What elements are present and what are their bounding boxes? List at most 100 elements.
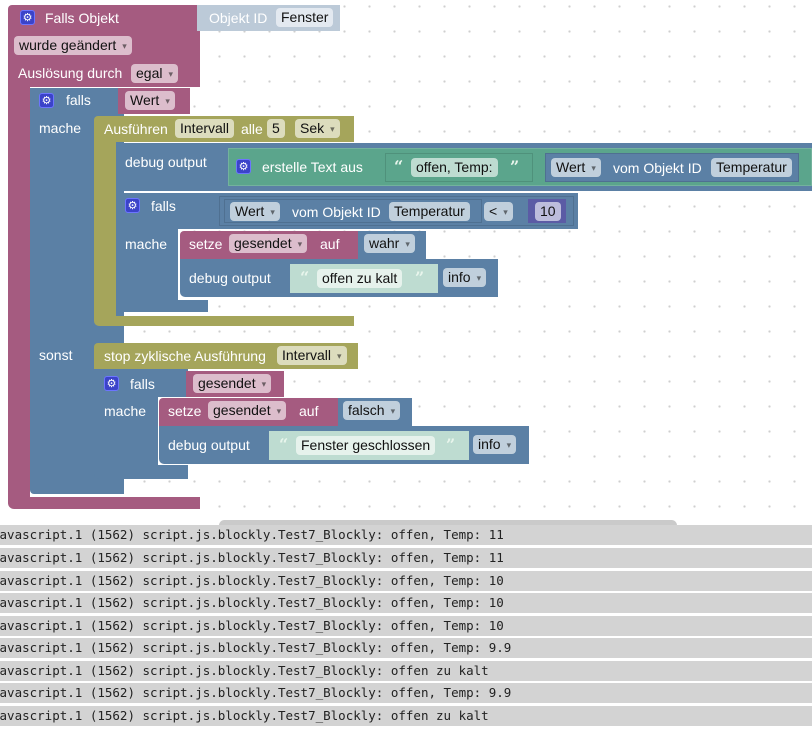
object-id-label: Objekt ID xyxy=(209,10,268,26)
interval-label: Ausführen xyxy=(104,121,168,137)
open-quote-icon: “ xyxy=(394,157,404,176)
chevron-down-icon: ▾ xyxy=(330,124,335,134)
close-quote-icon: ” xyxy=(446,435,456,454)
open-quote-icon: “ xyxy=(300,268,310,287)
variable-get-value: gesendet xyxy=(198,375,256,391)
debug-output-label: debug output xyxy=(168,437,250,453)
variable-get-dropdown[interactable]: gesendet ▾ xyxy=(193,374,272,393)
stop-interval-label: stop zyklische Ausführung xyxy=(104,348,266,364)
if-label: falls xyxy=(66,92,91,108)
triggered-by-dropdown[interactable]: egal ▾ xyxy=(131,64,178,83)
log-level-value: info xyxy=(478,436,501,452)
interval-block-footer xyxy=(94,316,354,326)
close-quote-icon: ” xyxy=(415,268,425,287)
inner-then-label: mache xyxy=(125,236,168,252)
close-quote-icon: ” xyxy=(510,157,520,176)
gear-icon[interactable]: ⚙ xyxy=(125,198,140,213)
chevron-down-icon: ▾ xyxy=(297,239,303,249)
variable-dropdown[interactable]: gesendet▾ xyxy=(208,401,287,420)
log-row: javascript.1 (1562) script.js.blockly.Te… xyxy=(0,706,812,726)
log-row: javascript.1 (1562) script.js.blockly.Te… xyxy=(0,593,812,613)
text-literal-field[interactable]: offen, Temp: xyxy=(411,158,498,177)
set-label: setze xyxy=(189,236,223,252)
chevron-down-icon: ▾ xyxy=(337,351,342,361)
object-field[interactable]: Temperatur xyxy=(711,158,792,177)
trigger-dropdown-value: wurde geändert xyxy=(19,37,117,53)
every-label: alle xyxy=(241,121,263,137)
log-row: javascript.1 (1562) script.js.blockly.Te… xyxy=(0,616,812,636)
log-level-value: info xyxy=(448,269,471,285)
triggered-by-label: Auslösung durch xyxy=(18,65,123,81)
operator-value: < xyxy=(489,203,498,219)
stop-interval-value: Intervall xyxy=(282,347,332,363)
value-dropdown[interactable]: Wert ▾ xyxy=(230,202,280,221)
then-label: mache xyxy=(39,120,82,136)
boolean-value: wahr xyxy=(369,235,400,251)
inner-if-spine xyxy=(116,229,178,311)
condition-value: Wert xyxy=(130,92,160,108)
chevron-down-icon: ▾ xyxy=(506,440,512,450)
log-row: javascript.1 (1562) script.js.blockly.Te… xyxy=(0,548,812,568)
gear-icon[interactable]: ⚙ xyxy=(39,93,54,108)
debug-output-label: debug output xyxy=(125,154,207,170)
chevron-down-icon: ▾ xyxy=(503,207,508,217)
boolean-dropdown[interactable]: falsch ▾ xyxy=(343,401,401,420)
inner-if-footer xyxy=(116,300,208,312)
inner-if-label: falls xyxy=(151,198,176,214)
from-object-label: vom Objekt ID xyxy=(292,204,381,220)
text-literal-field[interactable]: offen zu kalt xyxy=(317,269,403,288)
interval-value-field[interactable]: 5 xyxy=(267,119,285,138)
gear-icon[interactable]: ⚙ xyxy=(20,10,35,25)
event-block-title: Falls Objekt xyxy=(45,10,119,26)
else-if-footer xyxy=(94,465,188,479)
log-level-dropdown[interactable]: info ▾ xyxy=(443,268,487,287)
chevron-down-icon: ▾ xyxy=(476,273,482,283)
trigger-dropdown[interactable]: wurde geändert▾ xyxy=(14,36,132,55)
to-label: auf xyxy=(320,236,340,252)
log-row: javascript.1 (1562) script.js.blockly.Te… xyxy=(0,661,812,681)
stop-interval-dropdown[interactable]: Intervall ▾ xyxy=(277,346,347,365)
operator-dropdown[interactable]: <▾ xyxy=(484,202,513,221)
gear-icon[interactable]: ⚙ xyxy=(104,376,119,391)
chevron-down-icon: ▾ xyxy=(591,163,596,173)
object-id-field[interactable]: Fenster xyxy=(276,8,334,27)
gear-icon[interactable]: ⚙ xyxy=(236,159,251,174)
log-row: javascript.1 (1562) script.js.blockly.Te… xyxy=(0,525,812,545)
boolean-value: falsch xyxy=(348,402,385,418)
interval-unit-value: Sek xyxy=(300,120,325,136)
log-panel: javascript.1 (1562) script.js.blockly.Te… xyxy=(0,525,812,730)
else-if-label: falls xyxy=(130,376,155,392)
else-if-spine xyxy=(94,397,158,467)
value-dropdown[interactable]: Wert ▾ xyxy=(551,158,601,177)
interval-name-field[interactable]: Intervall xyxy=(175,119,235,138)
chevron-down-icon: ▾ xyxy=(390,406,396,416)
triggered-by-value: egal xyxy=(136,65,163,81)
from-object-label: vom Objekt ID xyxy=(613,160,702,176)
blockly-workspace[interactable]: ⚙ Falls Objekt Objekt ID Fenster wurde g… xyxy=(0,0,812,530)
log-level-dropdown[interactable]: info ▾ xyxy=(473,435,517,454)
chevron-down-icon: ▾ xyxy=(261,379,267,389)
value-dropdown-value: Wert xyxy=(235,203,265,219)
interval-unit-dropdown[interactable]: Sek ▾ xyxy=(295,119,340,138)
number-field[interactable]: 10 xyxy=(535,202,561,221)
chevron-down-icon: ▾ xyxy=(270,207,275,217)
variable-dropdown[interactable]: gesendet ▾ xyxy=(229,234,308,253)
variable-value: gesendet xyxy=(234,235,292,251)
event-block-footer xyxy=(8,497,200,509)
boolean-dropdown[interactable]: wahr ▾ xyxy=(364,234,415,253)
else-label: sonst xyxy=(39,347,73,363)
set-label: setze xyxy=(168,403,202,419)
to-label: auf xyxy=(299,403,319,419)
condition-dropdown[interactable]: Wert▾ xyxy=(125,91,175,110)
object-field[interactable]: Temperatur xyxy=(389,202,470,221)
chevron-down-icon: ▾ xyxy=(405,239,410,249)
open-quote-icon: “ xyxy=(279,435,289,454)
text-literal-field[interactable]: Fenster geschlossen xyxy=(296,436,436,455)
variable-value: gesendet xyxy=(213,402,271,418)
chevron-down-icon: ▾ xyxy=(168,69,173,79)
event-block-spine xyxy=(8,87,30,497)
log-row: javascript.1 (1562) script.js.blockly.Te… xyxy=(0,683,812,703)
value-dropdown-value: Wert xyxy=(556,159,586,175)
debug-output-label: debug output xyxy=(189,270,271,286)
create-text-label: erstelle Text aus xyxy=(262,159,363,175)
